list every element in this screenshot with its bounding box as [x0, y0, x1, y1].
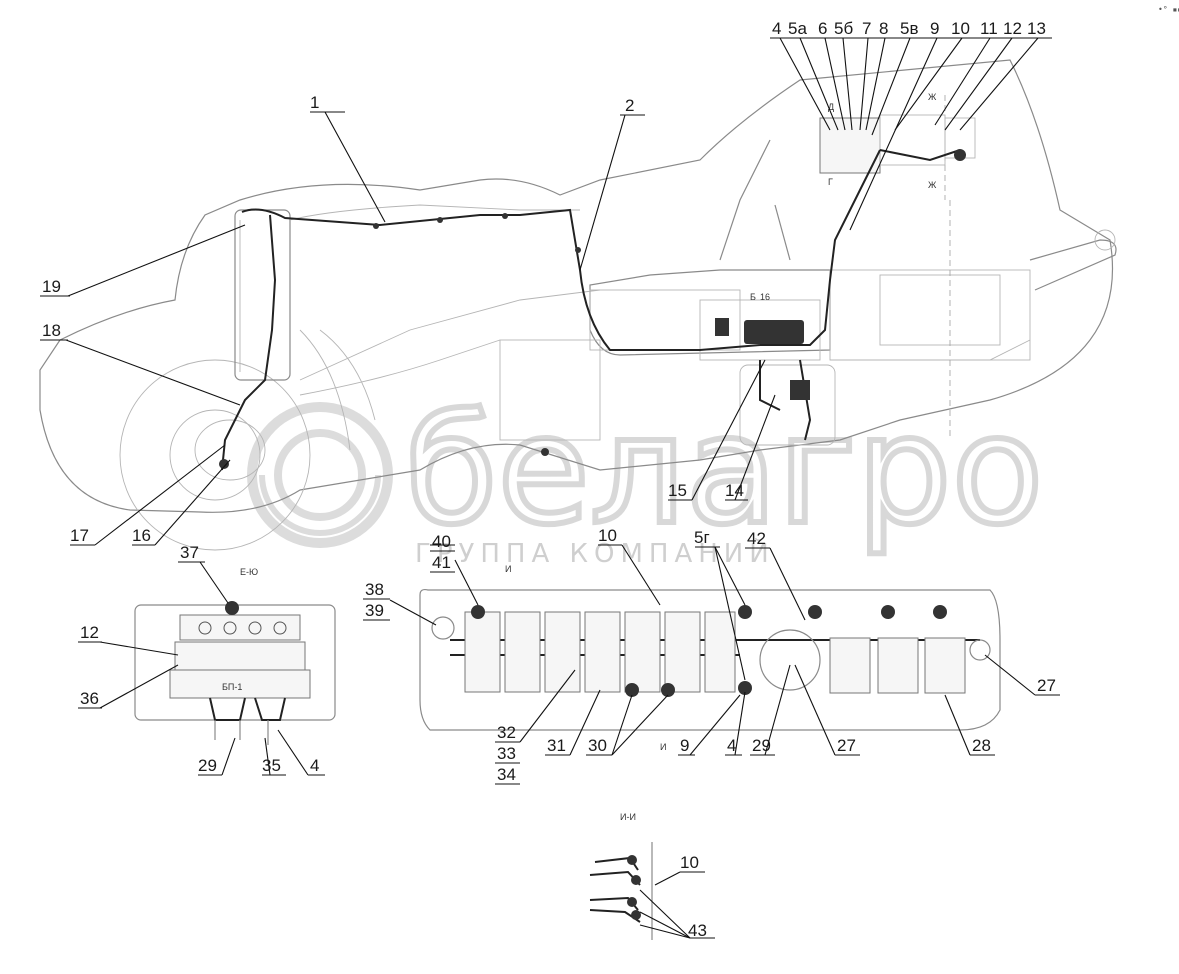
clip-icon — [373, 223, 379, 229]
section-mark-zh-bottom: Ж — [928, 180, 937, 190]
callout-28: 28 — [972, 736, 991, 755]
callout-10-section: 10 — [680, 853, 699, 872]
callout-29: 29 — [752, 736, 771, 755]
callout-4-panel: 4 — [310, 756, 319, 775]
callout-38: 38 — [365, 580, 384, 599]
section-mark-g: Г — [828, 177, 833, 187]
sensor-icon — [219, 459, 229, 469]
callout-43: 43 — [688, 921, 707, 940]
callout-5a: 5а — [788, 19, 807, 38]
terminal-icon — [627, 897, 637, 907]
section-mark-zh-top: Ж — [928, 92, 937, 102]
callout-16: 16 — [132, 526, 151, 545]
relay-blocks — [464, 611, 736, 693]
clip-icon — [575, 247, 581, 253]
callout-9-strip: 9 — [680, 736, 689, 755]
callout-31: 31 — [547, 736, 566, 755]
relay-block-icon — [744, 320, 804, 344]
callout-42: 42 — [747, 529, 766, 548]
callout-37: 37 — [180, 543, 199, 562]
wire-harness — [219, 149, 966, 471]
callout-4: 4 — [772, 19, 781, 38]
terminal-icon — [627, 855, 637, 865]
gauge-icon — [273, 621, 287, 635]
callout-6: 6 — [818, 19, 827, 38]
callout-33: 33 — [497, 744, 516, 763]
section-mark-16: 16 — [760, 292, 770, 302]
connector-icon — [661, 683, 675, 697]
callout-17: 17 — [70, 526, 89, 545]
callout-27-right: 27 — [1037, 676, 1056, 695]
connector-icon — [738, 681, 752, 695]
clip-icon — [502, 213, 508, 219]
callout-41: 41 — [432, 553, 451, 572]
callout-12: 12 — [1003, 19, 1022, 38]
callout-2: 2 — [625, 96, 634, 115]
section-mark-i-bottom: И — [660, 742, 666, 752]
callout-30: 30 — [588, 736, 607, 755]
section-i-i-view: И-И 10 43 — [589, 812, 715, 940]
connector-icon — [933, 605, 947, 619]
lamp-icon — [225, 601, 239, 615]
callout-32: 32 — [497, 723, 516, 742]
callout-13: 13 — [1027, 19, 1046, 38]
callout-5b: 5б — [834, 19, 853, 38]
callout-39: 39 — [365, 601, 384, 620]
callout-11: 11 — [980, 19, 998, 38]
section-mark-d: Д — [828, 102, 834, 112]
callout-8: 8 — [879, 19, 888, 38]
callout-27-bottom: 27 — [837, 736, 856, 755]
section-mark-i-top: И — [505, 564, 511, 574]
terminal-icon — [631, 910, 641, 920]
gauge-icon — [198, 621, 212, 635]
watermark: белагро ГРУППА КОМПАНИЙ — [247, 381, 1046, 569]
callout-4-strip: 4 — [727, 736, 736, 755]
callout-5v: 5в — [900, 19, 919, 38]
connector-icon — [881, 605, 895, 619]
callout-10: 10 — [951, 19, 970, 38]
callout-14: 14 — [725, 481, 744, 500]
callout-40: 40 — [432, 532, 451, 551]
connector-icon — [471, 605, 485, 619]
corner-mark: •° ▪▪▪ — [1158, 5, 1179, 14]
watermark-logo-icon — [247, 402, 393, 548]
relay-panel-view: И И 40 41 38 3 — [363, 526, 1060, 785]
fuse-panel-view: Е-Ю БП-1 37 12 36 29 35 4 — [78, 543, 336, 776]
callout-1: 1 — [310, 93, 319, 112]
callout-18: 18 — [42, 321, 61, 340]
callout-36: 36 — [80, 689, 99, 708]
callout-15: 15 — [668, 481, 687, 500]
top-callouts: 1 2 4 5а 6 5б 7 8 5в 9 10 11 12 13 19 18 — [40, 19, 1052, 546]
connector-icon — [738, 605, 752, 619]
gauge-icon — [223, 621, 237, 635]
ground-icon — [541, 448, 549, 456]
section-mark-b: Б — [750, 292, 756, 302]
watermark-subtitle: ГРУППА КОМПАНИЙ — [415, 537, 775, 569]
connector-icon — [715, 318, 729, 336]
lamp-icon — [954, 149, 966, 161]
callout-10-panel: 10 — [598, 526, 617, 545]
fuse-block-label: БП-1 — [222, 682, 242, 692]
connector-icon — [808, 605, 822, 619]
callout-7: 7 — [862, 19, 871, 38]
terminal-icon — [631, 875, 641, 885]
callout-34: 34 — [497, 765, 516, 784]
tractor-outline — [39, 59, 1117, 551]
callout-35: 35 — [262, 756, 281, 775]
connector-icon — [790, 380, 810, 400]
view-mark-e: Е-Ю — [240, 567, 258, 577]
callout-29-panel: 29 — [198, 756, 217, 775]
section-title: И-И — [620, 812, 636, 822]
callout-5g: 5г — [694, 528, 710, 547]
callout-9: 9 — [930, 19, 939, 38]
watermark-brand: белагро — [405, 384, 1043, 558]
connector-icon — [625, 683, 639, 697]
callout-19: 19 — [42, 277, 61, 296]
clip-icon — [437, 217, 443, 223]
gauge-icon — [248, 621, 262, 635]
callout-12-panel: 12 — [80, 623, 99, 642]
